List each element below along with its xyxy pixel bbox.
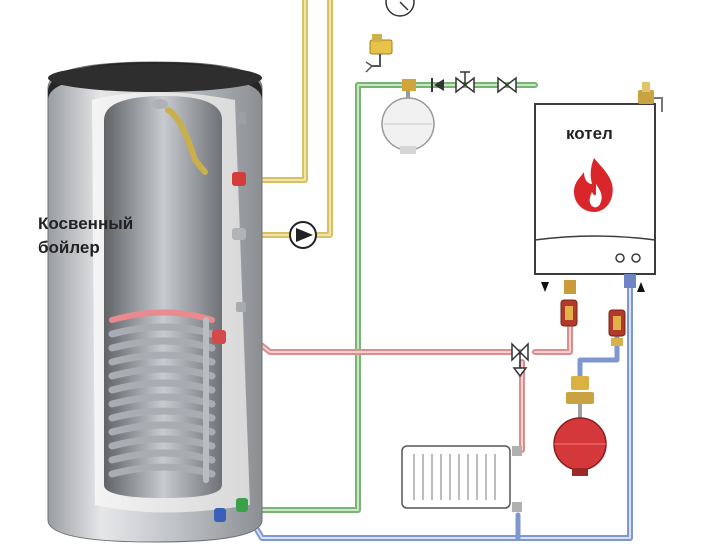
anode-cap — [152, 99, 168, 109]
hot-water-tube — [165, 107, 208, 175]
filter-icon-2 — [608, 309, 626, 346]
makeup-line-fittings — [402, 71, 517, 94]
expansion-tank-red — [553, 376, 607, 476]
expansion-tank-icon — [381, 85, 435, 154]
boiler-port-mid — [232, 228, 246, 240]
green-pipe — [237, 82, 538, 513]
boiler-label-line2: бойлер — [38, 238, 100, 257]
boiler-port-coil-in — [212, 330, 226, 344]
boiler-side-tag — [238, 112, 246, 124]
heat-exchanger-coil — [108, 309, 216, 483]
boiler-outlet-arrow — [541, 282, 549, 292]
boiler-return-fitting — [624, 274, 636, 288]
gauge-icon — [385, 0, 415, 17]
check-valve-icon — [431, 78, 444, 92]
flame-icon — [574, 158, 613, 212]
boiler-port-sensor — [236, 302, 246, 312]
air-vent-icon — [638, 82, 663, 112]
boiler-return-arrow — [637, 282, 645, 292]
indirect-boiler — [47, 61, 263, 543]
filter-icon — [560, 299, 578, 327]
boiler-label: Косвенный бойлер — [38, 212, 133, 260]
gas-boiler-panel-line — [534, 235, 656, 241]
safety-valve-icon — [365, 34, 393, 73]
three-way-valve-icon — [511, 342, 529, 378]
radiator-icon — [401, 445, 522, 512]
kotel-label: котел — [566, 124, 613, 143]
boiler-cap-top — [48, 64, 262, 92]
valve-icon-2 — [497, 76, 517, 94]
boiler-label-line1: Косвенный — [38, 214, 134, 233]
hot-pipes — [219, 317, 573, 453]
valve-icon — [455, 71, 475, 94]
pump-icon — [289, 221, 317, 249]
gas-boiler — [534, 103, 656, 294]
yellow-pipe-upper-inner — [249, 0, 306, 181]
boiler-port-cold-in — [236, 498, 248, 512]
boiler-outlet-fitting — [564, 280, 576, 294]
boiler-port-coil-out — [214, 508, 226, 522]
boiler-port-hot — [232, 172, 246, 186]
gas-boiler-knob-2 — [631, 253, 641, 263]
gas-boiler-knob-1 — [615, 253, 625, 263]
